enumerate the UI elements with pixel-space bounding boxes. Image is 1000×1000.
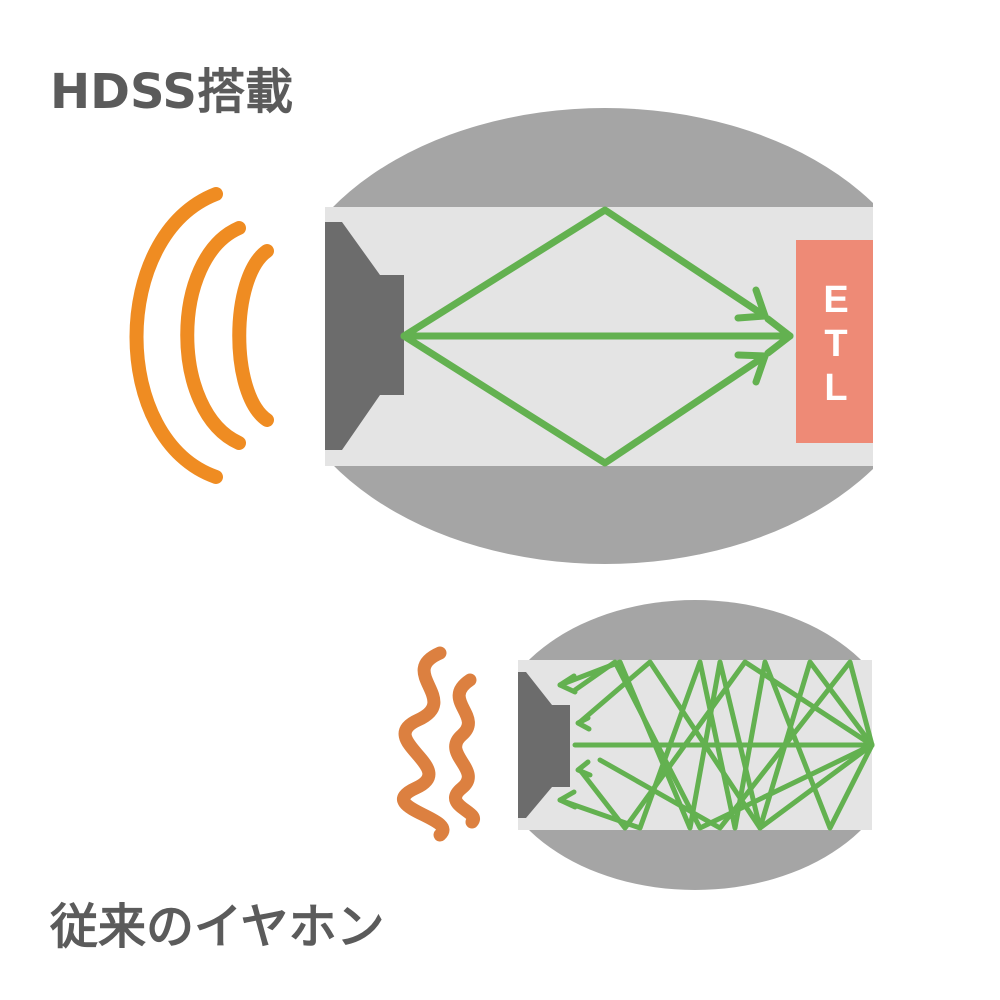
path-zigzag-4 [577,659,875,831]
etl-block [796,240,873,443]
hdss-earphone: E T L [129,108,873,564]
arrowhead-1 [557,673,578,695]
conventional-title: 従来のイヤホン [50,899,385,955]
arrowhead-center [764,315,794,357]
clear-wave-outer [129,187,223,484]
clear-sound-wave-icon [129,187,274,484]
arrowhead-lower [734,351,769,386]
clear-wave-inner [232,244,274,427]
distorted-wave-outer [397,646,450,842]
path-zigzag-2 [557,659,875,831]
hdss-title: HDSS搭載 [50,64,294,120]
conventional-earphone [397,600,875,890]
path-zigzag-6 [572,659,875,831]
hdss-path-upper [400,206,769,340]
arrowhead-upper [734,286,769,322]
etl-letter-t: T [824,323,847,365]
etl-letter-l: L [824,367,847,409]
distorted-wave-inner [449,673,481,829]
conventional-sound-paths [557,659,875,831]
arrowhead-3 [575,759,593,778]
path-zigzag-5 [597,659,875,831]
path-zigzag-3 [577,659,875,831]
hdss-driver [325,222,404,450]
clear-wave-middle [180,221,246,450]
arrowhead-2 [575,715,592,732]
hdss-sound-paths [400,206,794,467]
conventional-driver [518,672,570,818]
hdss-path-lower [400,332,769,467]
etl-letter-e: E [823,279,848,321]
arrowhead-4 [557,789,578,810]
distorted-sound-wave-icon [397,646,481,842]
path-zigzag-1 [557,659,875,831]
